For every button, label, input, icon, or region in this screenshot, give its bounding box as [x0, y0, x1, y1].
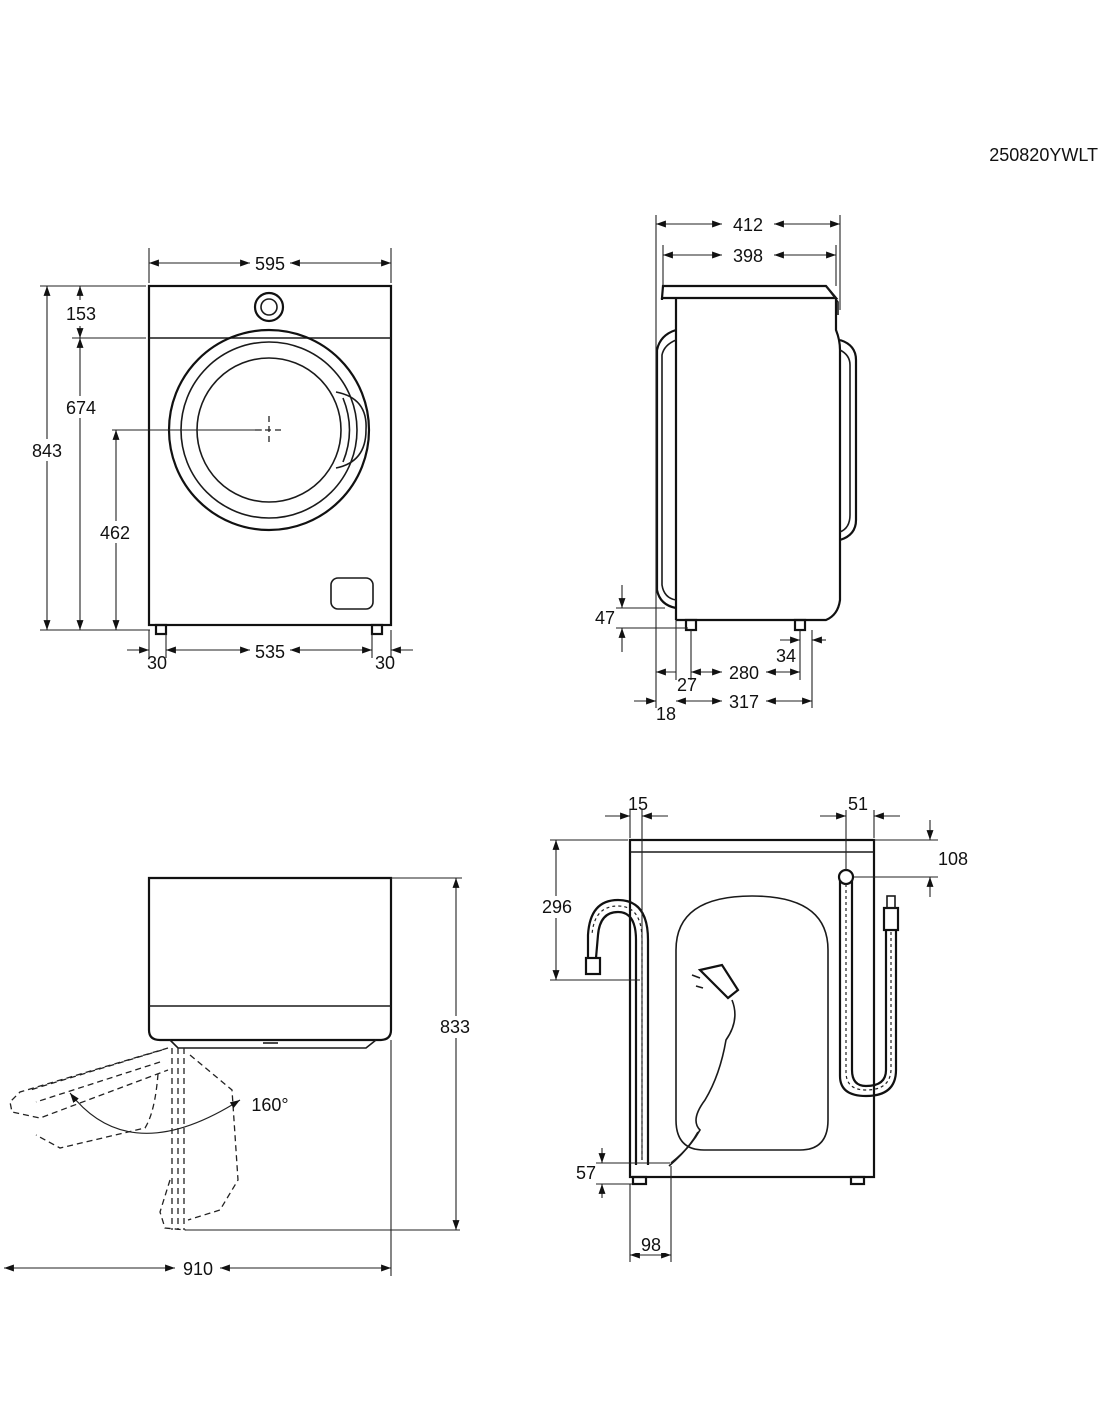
drain-hose-end: [584, 956, 602, 976]
dim-feet-span: 280: [729, 663, 759, 683]
dim-door-view-height: 833: [440, 1017, 470, 1037]
dim-bottom-height: 57: [576, 1163, 596, 1183]
dim-foot-height: 47: [595, 608, 615, 628]
dim-feet-inner: 535: [255, 642, 285, 662]
dim-front-height: 843: [32, 441, 62, 461]
front-body-outline: [147, 284, 393, 627]
rear-foot-left: [631, 1175, 648, 1186]
door-closed-profile: [169, 1039, 377, 1049]
side-top-plate: [660, 284, 839, 300]
dim-bottom-width: 98: [641, 1235, 661, 1255]
rear-body-outline: [628, 838, 876, 1179]
dim-inlet-from-top: 108: [938, 849, 968, 869]
dim-side-depth-body: 398: [733, 246, 763, 266]
rear-view: 15 51 108 296 57 98: [536, 794, 968, 1262]
dim-door-offset: 18: [656, 704, 676, 724]
dim-hose-height: 296: [542, 897, 572, 917]
program-knob-icon: [253, 291, 285, 323]
dim-hose-offset: 15: [628, 794, 648, 814]
model-code: 250820YWLT: [989, 145, 1098, 165]
front-foot-left: [154, 623, 168, 636]
dim-inlet-offset: 51: [848, 794, 868, 814]
dim-side-overall: 317: [729, 692, 759, 712]
dim-drum-to-top: 674: [66, 398, 96, 418]
door-90-profile: [187, 1054, 239, 1221]
dim-front-offset: 27: [677, 675, 697, 695]
side-door-profile: [839, 338, 858, 542]
side-view: 412 398 47 34 280 27 18 3: [595, 215, 858, 724]
dim-side-depth-total: 412: [733, 215, 763, 235]
dim-foot-offset-right: 30: [375, 653, 395, 673]
front-foot-right: [370, 623, 384, 636]
front-view: 595 843 153 674 462 30 535 30: [26, 248, 413, 673]
door-opening-view: 160° 833 910: [4, 876, 478, 1279]
inlet-hose: [838, 880, 898, 1098]
side-front-foot: [793, 618, 807, 632]
side-front-panel: [676, 298, 842, 622]
rear-access-panel: [675, 895, 829, 1151]
side-rear-bulge: [655, 328, 677, 610]
dim-overall-depth-door-open: 910: [183, 1259, 213, 1279]
rear-foot-right: [849, 1175, 866, 1186]
dim-rear-foot-offset: 34: [776, 646, 796, 666]
dim-front-width: 595: [255, 254, 285, 274]
inlet-hose-connector: [882, 906, 900, 932]
door-handle: [335, 391, 367, 469]
door-open-profile: [9, 1047, 169, 1119]
drain-hose: [594, 910, 638, 1165]
dim-foot-offset-left: 30: [147, 653, 167, 673]
dim-top-panel: 153: [66, 304, 96, 324]
top-body-outline: [147, 876, 393, 1042]
dim-opening-angle: 160°: [251, 1095, 288, 1115]
dim-drum-center-height: 462: [100, 523, 130, 543]
opening-angle-arc: [69, 1092, 241, 1134]
service-hatch: [330, 577, 374, 610]
power-plug-icon: [697, 963, 740, 1000]
